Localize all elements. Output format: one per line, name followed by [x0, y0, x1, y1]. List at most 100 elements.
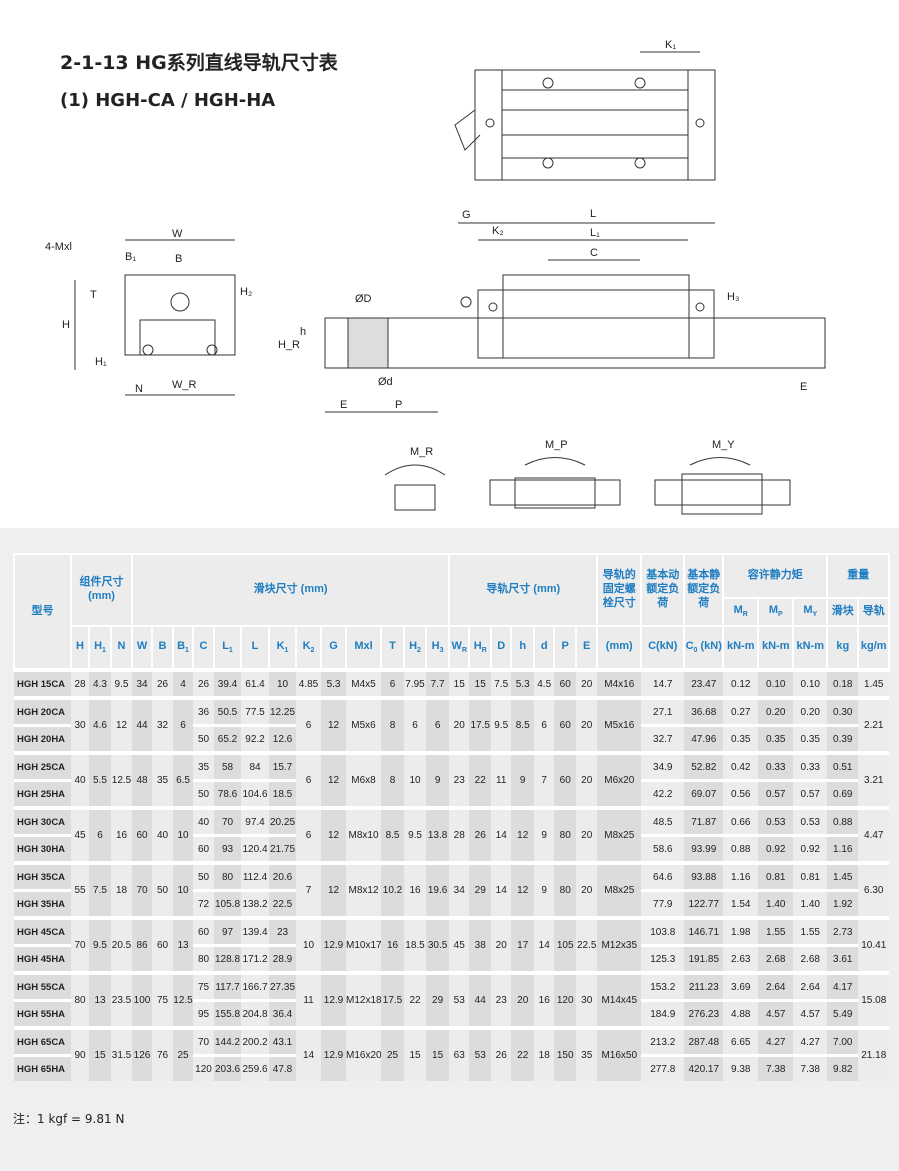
- table-cell: 80: [554, 861, 577, 918]
- table-cell: 42.2: [641, 779, 685, 808]
- table-cell: 200.2: [241, 1026, 270, 1056]
- table-cell: 7.95: [404, 668, 427, 698]
- label-h1: H₁: [95, 356, 107, 368]
- table-cell: 4: [173, 668, 194, 698]
- table-cell: 277.8: [641, 1054, 685, 1081]
- table-cell: 52.82: [684, 751, 724, 781]
- label-b1: B₁: [125, 251, 136, 263]
- column-header: HR: [468, 625, 493, 671]
- table-cell: M6x8: [346, 751, 382, 808]
- table-cell: 70: [193, 1026, 215, 1056]
- table-cell: 35: [193, 751, 215, 781]
- table-cell: 104.6: [241, 779, 270, 808]
- table-cell: 93: [214, 834, 242, 863]
- table-cell: 60: [193, 834, 215, 863]
- table-cell: 20: [449, 696, 470, 753]
- table-cell: 48.5: [641, 806, 685, 836]
- table-cell: 1.98: [723, 916, 759, 946]
- table-cell: 36: [193, 696, 215, 726]
- table-cell: 4.5: [534, 668, 555, 698]
- table-cell: 10: [173, 806, 194, 863]
- table-cell: 0.92: [758, 834, 794, 863]
- table-cell: 6: [381, 668, 405, 698]
- table-cell: 23.5: [111, 971, 133, 1028]
- rail-weight-cell: 1.45: [858, 668, 890, 698]
- table-cell: 2.64: [793, 971, 828, 1001]
- table-cell: 120: [193, 1054, 215, 1081]
- table-cell: 7.5: [89, 861, 111, 918]
- table-cell: 14: [296, 1026, 322, 1081]
- table-cell: 35: [576, 1026, 598, 1081]
- column-header: L: [240, 625, 271, 671]
- label-k1: K₁: [665, 39, 676, 51]
- table-cell: 9: [534, 861, 555, 918]
- table-cell: 0.10: [758, 668, 794, 698]
- table-cell: 4.57: [793, 999, 828, 1028]
- header-block: 滑块尺寸 (mm): [131, 553, 451, 627]
- table-cell: 11: [491, 751, 512, 808]
- table-cell: 7.38: [758, 1054, 794, 1081]
- table-cell: 14: [491, 861, 512, 918]
- top-view-drawing: K₁: [454, 39, 716, 181]
- model-cell: HGH 15CA: [14, 668, 71, 698]
- table-cell: 12.9: [321, 971, 347, 1028]
- table-cell: M5x16: [597, 696, 642, 753]
- table-cell: M8x12: [346, 861, 382, 918]
- table-cell: 69.07: [684, 779, 724, 808]
- table-cell: 45: [71, 806, 89, 863]
- table-cell: 4.27: [758, 1026, 794, 1056]
- model-cell: HGH 20HA: [14, 724, 71, 753]
- column-header: d: [533, 625, 556, 671]
- header-dynamic-load: 基本动额定负荷: [640, 553, 686, 627]
- table-cell: 26: [491, 1026, 512, 1081]
- table-cell: 204.8: [241, 999, 270, 1028]
- table-cell: 13: [173, 916, 194, 973]
- table-cell: 15: [449, 668, 470, 698]
- table-cell: 0.57: [758, 779, 794, 808]
- table-cell: M8x25: [597, 861, 642, 918]
- table-cell: 0.20: [758, 696, 794, 726]
- table-cell: 50: [193, 724, 215, 753]
- table-cell: 276.23: [684, 999, 724, 1028]
- table-cell: 0.88: [827, 806, 859, 836]
- table-cell: 22: [511, 1026, 535, 1081]
- table-cell: 26: [469, 806, 492, 863]
- table-cell: 20: [491, 916, 512, 973]
- table-cell: 55: [71, 861, 89, 918]
- table-cell: M8x10: [346, 806, 382, 863]
- model-cell: HGH 25HA: [14, 779, 71, 808]
- column-header: G: [320, 625, 348, 671]
- table-cell: 75: [193, 971, 215, 1001]
- table-cell: 166.7: [241, 971, 270, 1001]
- header-weight-block: 滑块: [826, 597, 860, 627]
- table-cell: 32: [152, 696, 174, 753]
- dimension-table: 型号 组件尺寸 (mm) 滑块尺寸 (mm) 导轨尺寸 (mm) 导轨的固定螺栓…: [13, 553, 891, 1081]
- table-cell: 6: [426, 696, 450, 753]
- table-cell: 9.5: [111, 668, 133, 698]
- table-cell: 11: [296, 971, 322, 1028]
- column-header: H: [70, 625, 90, 671]
- table-cell: 53: [449, 971, 470, 1028]
- table-cell: 150: [554, 1026, 577, 1081]
- side-view-drawing: G L K₂ L₁ C H₃ ØD h H_R Ød E P E: [278, 208, 826, 413]
- column-header: B1: [172, 625, 195, 671]
- table-cell: 26: [193, 668, 215, 698]
- table-cell: 4.88: [723, 999, 759, 1028]
- table-cell: 8: [381, 696, 405, 753]
- column-header: K2: [295, 625, 323, 671]
- label-h2: H₂: [240, 286, 252, 298]
- table-cell: 40: [71, 751, 89, 808]
- table-cell: 38: [469, 916, 492, 973]
- table-cell: 2.63: [723, 944, 759, 973]
- table-cell: 21.75: [269, 834, 297, 863]
- table-cell: M14x45: [597, 971, 642, 1028]
- table-cell: 5.3: [511, 668, 535, 698]
- table-cell: 19.6: [426, 861, 450, 918]
- header-bolt: 导轨的固定螺栓尺寸: [596, 553, 643, 627]
- table-cell: M12x18: [346, 971, 382, 1028]
- table-cell: 7: [296, 861, 322, 918]
- table-cell: 146.71: [684, 916, 724, 946]
- header-my: MY: [792, 597, 829, 627]
